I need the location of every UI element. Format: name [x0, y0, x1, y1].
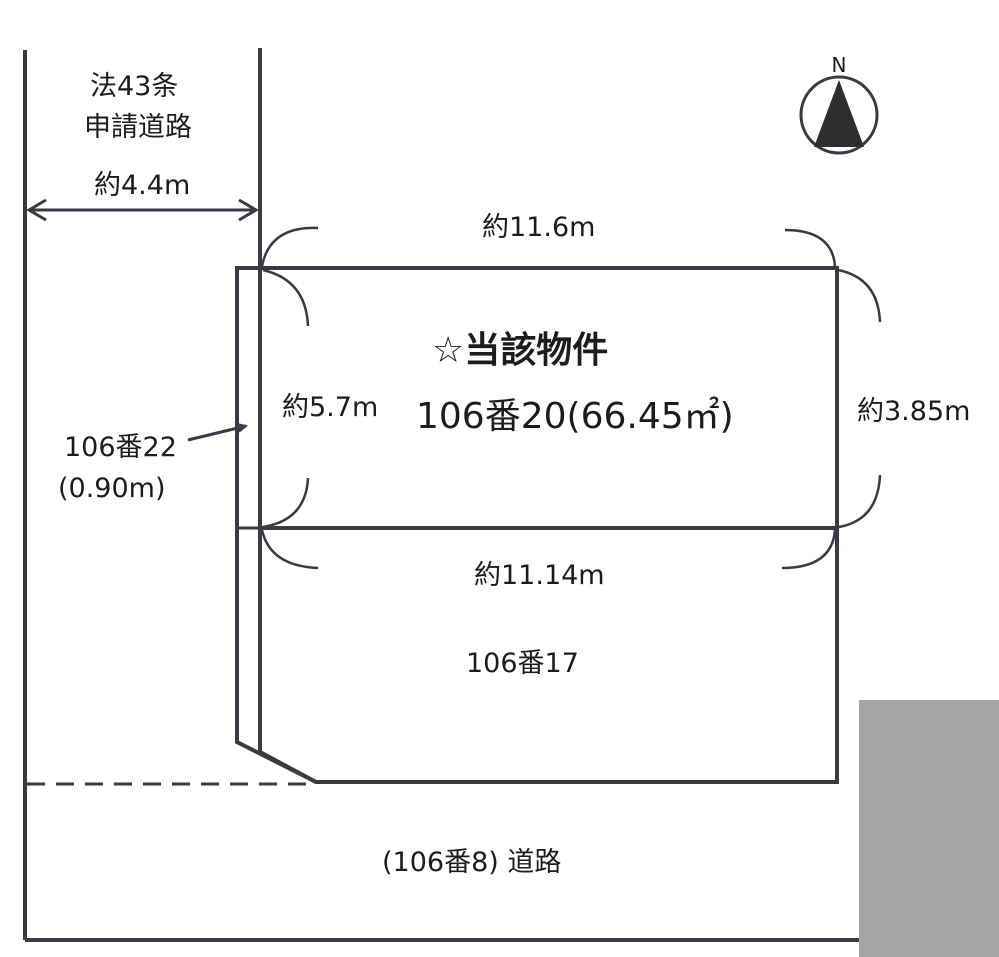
- north-label: N: [832, 53, 847, 77]
- north-arrow-icon: [814, 80, 864, 147]
- lot-106-22-width-label: (0.90m): [58, 473, 166, 504]
- lot-106-20-outline: [258, 266, 839, 530]
- dim-arc-mid-left: [260, 529, 319, 570]
- lot-106-22-leader-arrow: [187, 423, 248, 442]
- front-road-label: (106番8) 道路: [382, 847, 561, 878]
- north-compass: N: [799, 53, 879, 155]
- lot-106-17-label: 106番17: [466, 648, 579, 679]
- subject-title: ☆当該物件: [432, 330, 608, 371]
- subject-lot-label: 106番20(66.45㎡): [416, 395, 734, 437]
- road-width-arrow-left: [26, 198, 47, 222]
- dim-arc-mid-right: [781, 529, 837, 570]
- dim-arc-right-top: [837, 268, 882, 323]
- road-side-line2: 申請道路: [84, 112, 192, 143]
- road-width-arrow-right: [238, 198, 259, 222]
- subject-top-width-label: 約11.6m: [482, 212, 595, 243]
- road-side-width-label: 約4.4m: [94, 170, 190, 201]
- subject-right-depth-label: 約3.85m: [857, 396, 970, 427]
- dim-arc-left-top: [262, 268, 310, 327]
- lot-106-17-width-label: 約11.14m: [474, 560, 605, 591]
- dim-arc-left-bottom: [262, 477, 310, 529]
- lot-106-22-label: 106番22: [64, 432, 177, 463]
- lot-106-22-strip-outline: [235, 266, 317, 784]
- dim-arc-top-left: [260, 226, 319, 267]
- dim-arc-right-bottom: [838, 474, 882, 529]
- grey-mask-block: [859, 700, 999, 957]
- dim-arc-top-right: [784, 228, 837, 267]
- road-side-line1: 法43条: [90, 71, 178, 102]
- subject-left-depth-label: 約5.7m: [282, 392, 378, 423]
